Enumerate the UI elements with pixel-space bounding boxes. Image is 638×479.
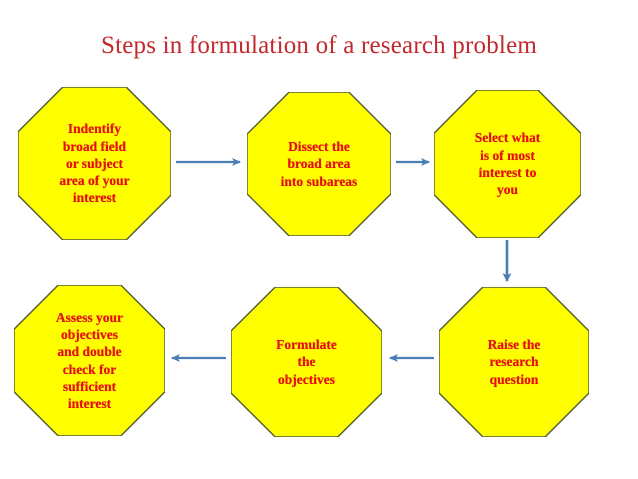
flow-node-label: Select what is of most interest to you	[474, 130, 541, 198]
flow-node-select-most-interest[interactable]: Select what is of most interest to you	[434, 90, 581, 238]
flow-node-label: Dissect the broad area into subareas	[280, 139, 358, 189]
flow-node-raise-research-question[interactable]: Raise the research question	[439, 287, 589, 437]
flow-node-dissect-broad-area[interactable]: Dissect the broad area into subareas	[247, 92, 391, 236]
flow-node-identify-broad-field[interactable]: Indentify broad field or subject area of…	[18, 87, 171, 240]
page-title: Steps in formulation of a research probl…	[100, 32, 538, 59]
flow-node-label: Formulate the objectives	[276, 337, 337, 387]
flow-node-label: Indentify broad field or subject area of…	[59, 121, 130, 206]
flow-node-label: Assess your objectives and double check …	[55, 309, 124, 412]
flow-node-assess-objectives[interactable]: Assess your objectives and double check …	[14, 285, 165, 436]
flow-node-label: Raise the research question	[487, 337, 541, 387]
flow-node-formulate-objectives[interactable]: Formulate the objectives	[231, 287, 382, 437]
